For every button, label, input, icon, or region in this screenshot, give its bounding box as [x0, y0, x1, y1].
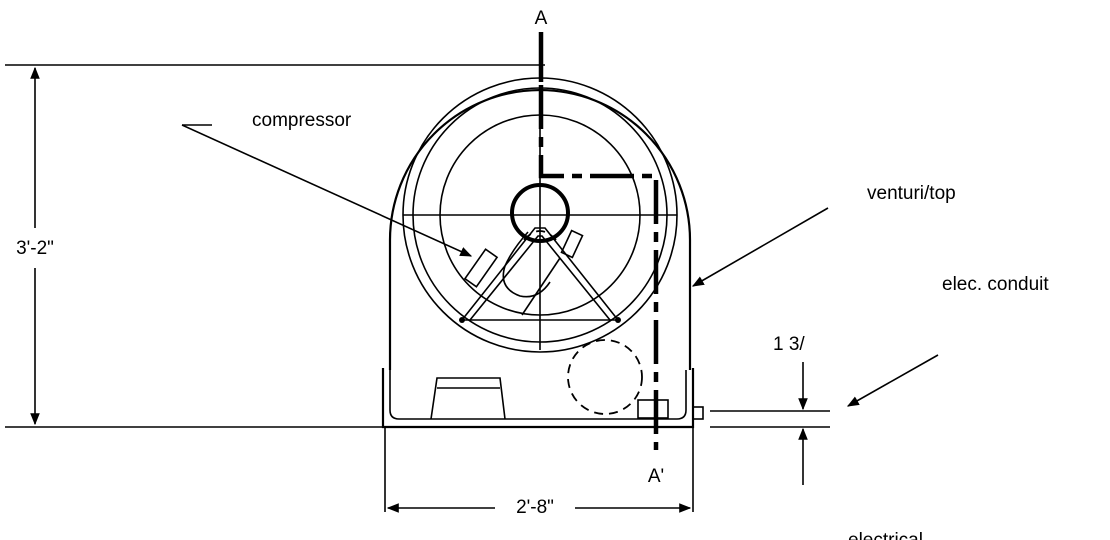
width-dimension: 2'-8": [384, 420, 694, 518]
conduit-fitting: [692, 406, 704, 420]
compressor-callout: compressor: [181, 110, 473, 257]
venturi-leader-arrow: [691, 207, 829, 287]
elec-conduit-label: elec. conduit: [942, 274, 1049, 295]
base-pan-outer: [381, 368, 695, 429]
compressor-leader-arrow: [181, 124, 473, 257]
compressor-label: compressor: [252, 110, 352, 131]
venturi-callout: venturi/top: [691, 183, 956, 287]
compressor-shaft-line: [521, 257, 561, 316]
section-label-top: A: [535, 8, 548, 29]
support-bracket-outer: [461, 227, 619, 321]
height-dimension: 3'-2": [5, 64, 545, 428]
hidden-conduit-circle: [567, 339, 643, 415]
electrical-label: electrical: [848, 530, 923, 540]
section-line: A A': [535, 8, 665, 487]
venturi-label: venturi/top: [867, 183, 956, 204]
small-dimension: 1 3/: [710, 334, 830, 485]
bracket-bolt-right: [615, 317, 621, 323]
bracket-bolt-left: [459, 317, 465, 323]
small-dimension-label: 1 3/: [773, 334, 805, 355]
section-label-bottom: A': [648, 466, 664, 487]
section-cut-path: [538, 85, 659, 450]
compressor-assembly: [459, 183, 621, 323]
compressor-hub: [510, 183, 570, 243]
electrical-box: [637, 399, 669, 419]
compressor-mount-right: [560, 229, 584, 259]
base-pan-inner: [389, 370, 687, 420]
elec-conduit-callout: elec. conduit: [846, 274, 1049, 407]
width-dimension-label: 2'-8": [516, 497, 554, 518]
height-dimension-label: 3'-2": [16, 238, 54, 259]
elec-conduit-leader-arrow: [846, 354, 939, 407]
service-block: [430, 377, 506, 420]
compressor-mount-left: [463, 248, 499, 288]
